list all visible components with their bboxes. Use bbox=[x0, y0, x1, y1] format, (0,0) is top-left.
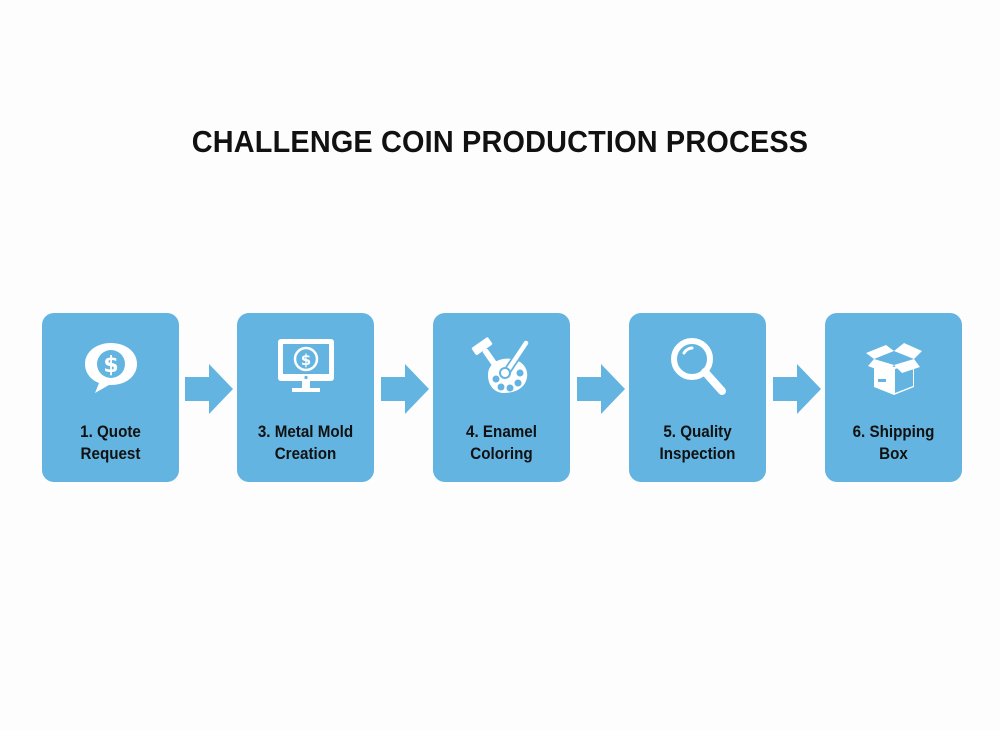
svg-text:$: $ bbox=[103, 353, 118, 378]
step-metal-mold-creation: $ 3. Metal Mold Creation bbox=[237, 313, 374, 482]
right-arrow-icon bbox=[381, 364, 429, 414]
magnifier-icon bbox=[629, 335, 766, 399]
diagram-title: CHALLENGE COIN PRODUCTION PROCESS bbox=[191, 124, 809, 159]
step-label: 1. Quote Request bbox=[80, 423, 141, 463]
open-box-icon bbox=[825, 335, 962, 399]
right-arrow-icon bbox=[773, 364, 821, 414]
step-quality-inspection: 5. Quality Inspection bbox=[629, 313, 766, 482]
step-label: 5. Quality Inspection bbox=[659, 423, 736, 463]
step-label: 4. Enamel Coloring bbox=[466, 423, 537, 463]
step-quote-request: $ 1. Quote Request bbox=[42, 313, 179, 482]
step-label: 3. Metal Mold Creation bbox=[257, 423, 354, 463]
right-arrow-icon bbox=[185, 364, 233, 414]
step-shipping-box: 6. Shipping Box bbox=[825, 313, 962, 482]
hammer-palette-icon bbox=[433, 335, 570, 399]
monitor-dollar-icon: $ bbox=[237, 335, 374, 399]
step-enamel-coloring: 4. Enamel Coloring bbox=[433, 313, 570, 482]
svg-text:$: $ bbox=[300, 351, 310, 369]
step-label: 6. Shipping Box bbox=[852, 423, 935, 463]
speech-bubble-dollar-icon: $ bbox=[42, 335, 179, 399]
right-arrow-icon bbox=[577, 364, 625, 414]
